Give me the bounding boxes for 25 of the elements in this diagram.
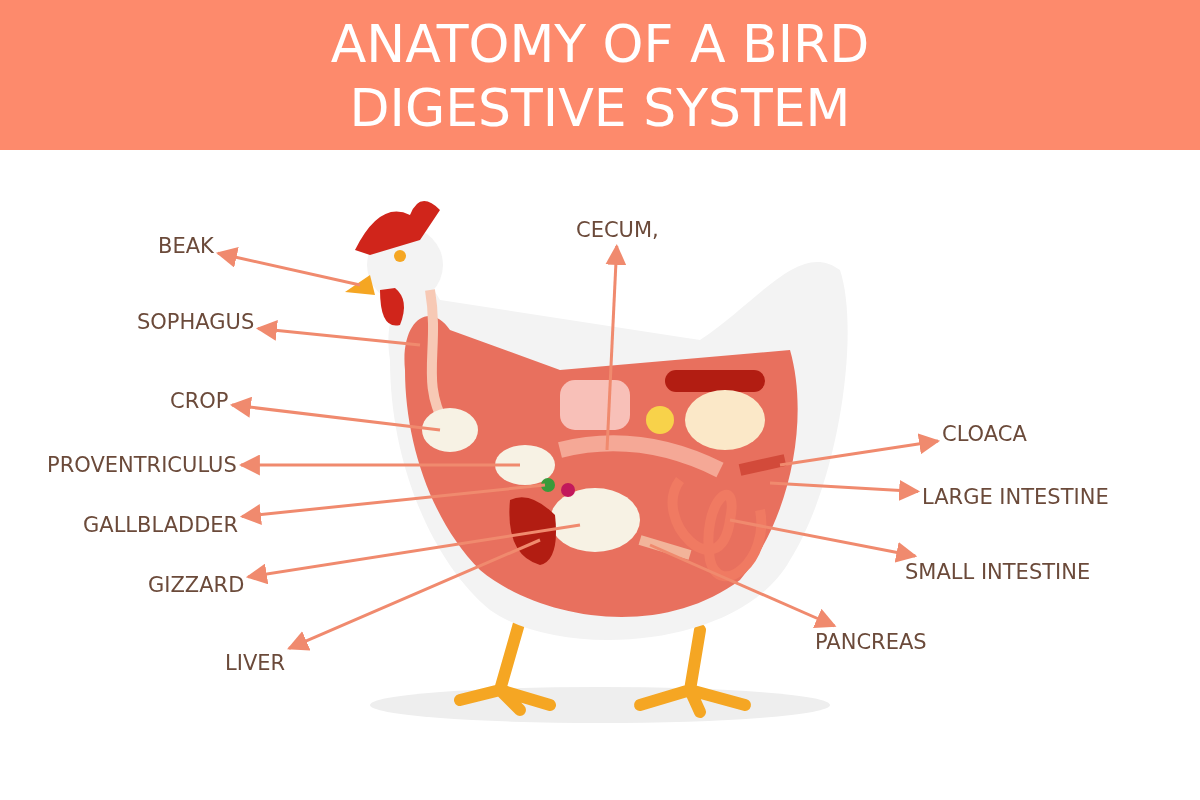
leader-line xyxy=(239,483,546,525)
part-label: GIZZARD xyxy=(148,571,245,599)
leader-line xyxy=(255,319,421,347)
part-label: PANCREAS xyxy=(815,628,927,656)
part-label: SOPHAGUS xyxy=(137,308,255,336)
leader-line xyxy=(769,479,921,501)
part-label: LARGE INTESTINE xyxy=(922,483,1109,511)
part-label: LIVER xyxy=(225,649,286,677)
title: ANATOMY OF A BIRD DIGESTIVE SYSTEM xyxy=(329,13,871,140)
leader-line xyxy=(287,538,541,651)
part-label: CLOACA xyxy=(942,420,1027,448)
part-label: CROP xyxy=(170,387,229,415)
part-label: PROVENTRICULUS xyxy=(47,451,237,479)
leader-line xyxy=(215,247,361,287)
leader-line xyxy=(229,396,441,432)
leader-line xyxy=(729,518,918,563)
leader-line xyxy=(649,543,837,628)
part-label: CECUM, xyxy=(576,216,659,244)
part-label: GALLBLADDER xyxy=(83,511,239,539)
part-label: SMALL INTESTINE xyxy=(905,558,1091,586)
part-label: BEAK xyxy=(158,232,214,260)
leader-line xyxy=(245,523,581,585)
leader-line xyxy=(238,454,520,476)
leader-line xyxy=(605,243,627,451)
leader-line xyxy=(779,433,941,467)
